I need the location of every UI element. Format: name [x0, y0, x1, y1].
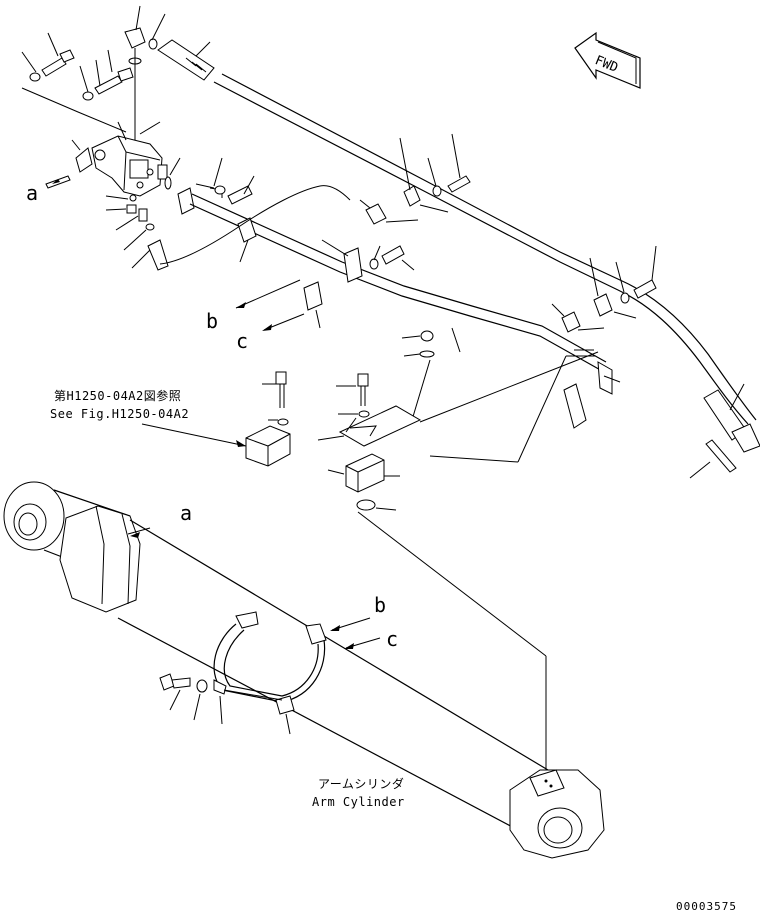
callout-b-cylinder-label: b	[374, 593, 386, 617]
control-valve	[71, 121, 181, 271]
callout-b-upper: b	[206, 279, 301, 333]
reference-note: 第H1250-04A2図参照 See Fig.H1250-04A2	[50, 388, 247, 447]
callout-a-cylinder-label: a	[180, 501, 192, 525]
callout-b-label: b	[206, 309, 218, 333]
fwd-label: FWD	[593, 53, 621, 76]
fwd-arrow-icon: FWD	[574, 31, 641, 89]
callout-a-label: a	[26, 181, 38, 205]
callout-a-cylinder: a	[180, 501, 192, 525]
callout-c-label: c	[236, 329, 248, 353]
valve-bolt-group	[21, 5, 166, 145]
arm-cylinder-label: アームシリンダ Arm Cylinder	[312, 776, 405, 809]
clamp-group-1	[359, 133, 471, 225]
lower-pipe	[159, 157, 621, 395]
callout-c-cylinder: c	[344, 627, 398, 651]
arm-cylinder-label-english: Arm Cylinder	[312, 795, 405, 809]
callout-c-cylinder-label: c	[386, 627, 398, 651]
arm-cylinder-label-japanese: アームシリンダ	[318, 776, 404, 791]
callout-a-top: a	[26, 175, 71, 205]
callout-c-upper: c	[236, 313, 305, 353]
callout-b-cylinder: b	[330, 593, 386, 631]
upper-hose	[157, 39, 760, 479]
mounting-hardware	[245, 330, 599, 792]
figure-number: 00003575	[676, 900, 737, 913]
reference-note-japanese: 第H1250-04A2図参照	[54, 388, 181, 403]
reference-note-english: See Fig.H1250-04A2	[50, 407, 189, 421]
arm-cylinder	[3, 481, 605, 859]
clamp-group-2	[551, 245, 657, 333]
